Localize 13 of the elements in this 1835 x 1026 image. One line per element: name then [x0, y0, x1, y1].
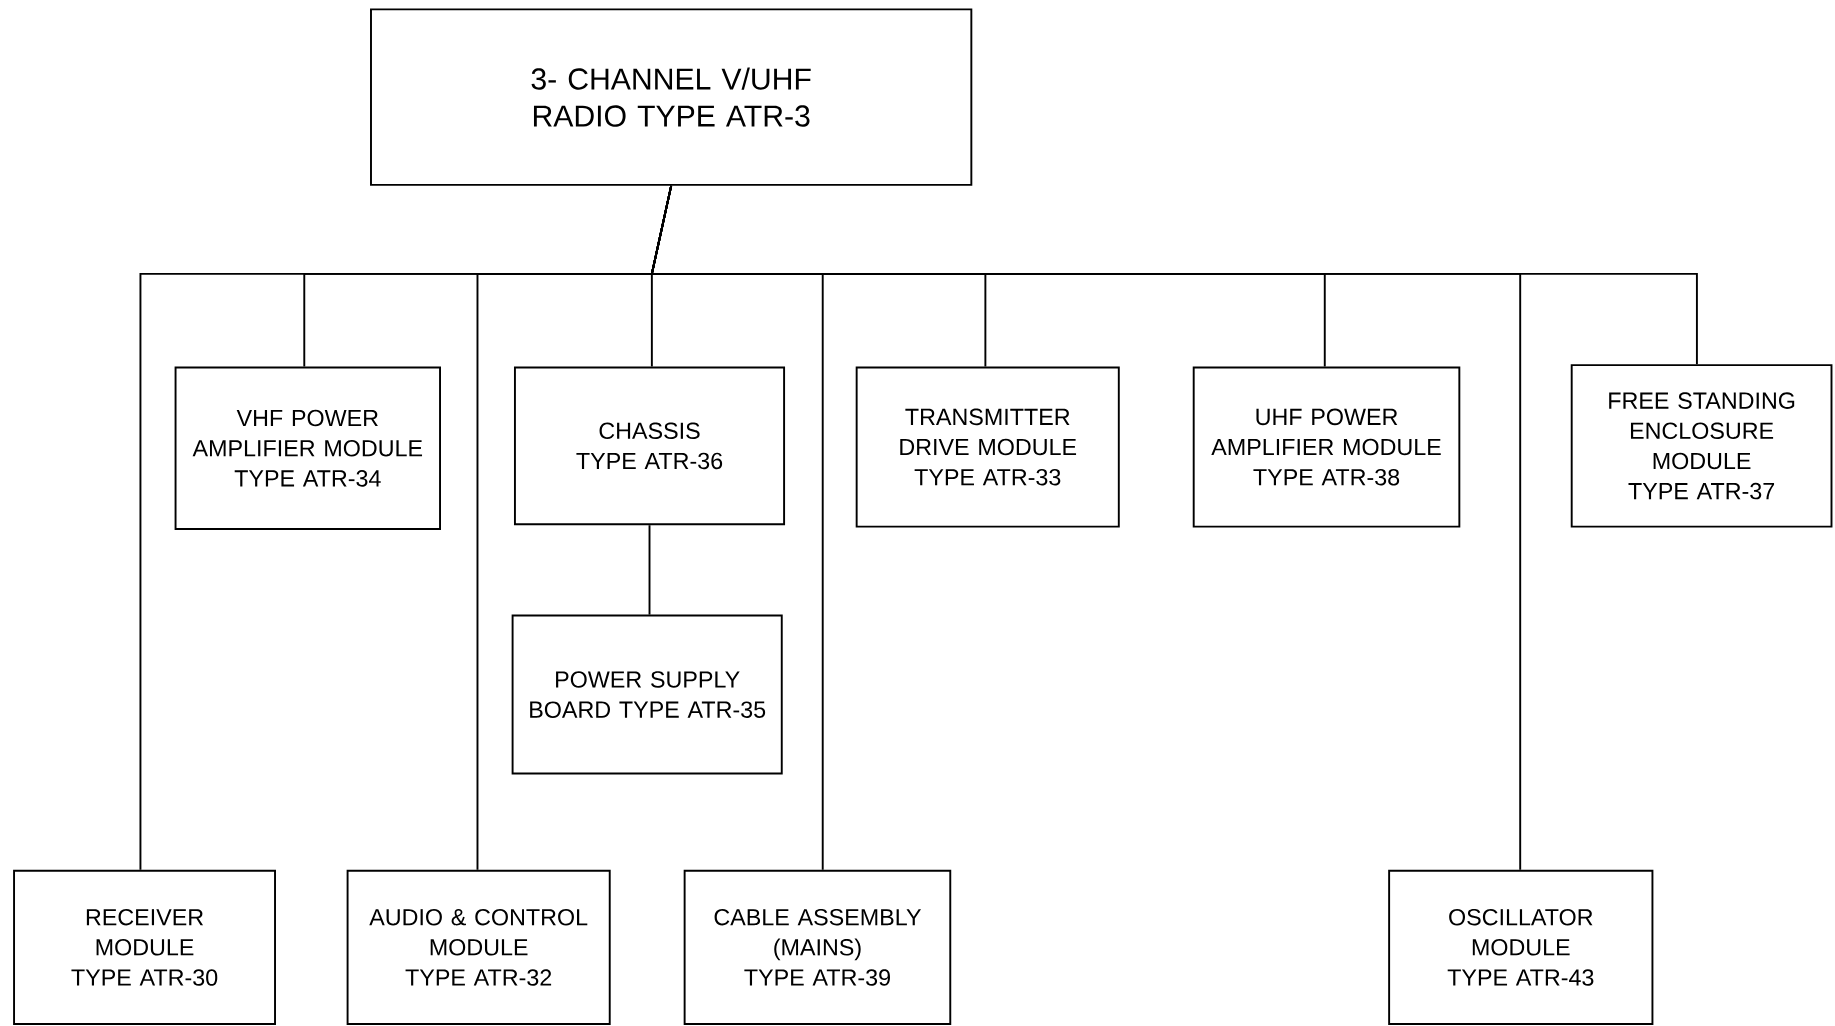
module-box: VHF POWER AMPLIFIER MODULE TYPE ATR-34	[174, 366, 441, 530]
module-box: RECEIVER MODULE TYPE ATR-30	[13, 869, 276, 1025]
module-box: CABLE ASSEMBLY (MAINS) TYPE ATR-39	[683, 869, 952, 1025]
connector-line	[650, 184, 1698, 365]
module-box: AUDIO & CONTROL MODULE TYPE ATR-32	[346, 869, 611, 1025]
module-box: FREE STANDING ENCLOSURE MODULE TYPE ATR-37	[1570, 364, 1833, 528]
module-box: OSCILLATOR MODULE TYPE ATR-43	[1388, 869, 1654, 1025]
module-box: 3- CHANNEL V/UHF RADIO TYPE ATR-3	[370, 8, 973, 186]
module-box: UHF POWER AMPLIFIER MODULE TYPE ATR-38	[1192, 366, 1461, 528]
module-box: CHASSIS TYPE ATR-36	[514, 366, 786, 526]
connector-line	[648, 524, 651, 616]
module-box: POWER SUPPLY BOARD TYPE ATR-35	[511, 614, 783, 775]
module-box: TRANSMITTER DRIVE MODULE TYPE ATR-33	[855, 366, 1120, 528]
